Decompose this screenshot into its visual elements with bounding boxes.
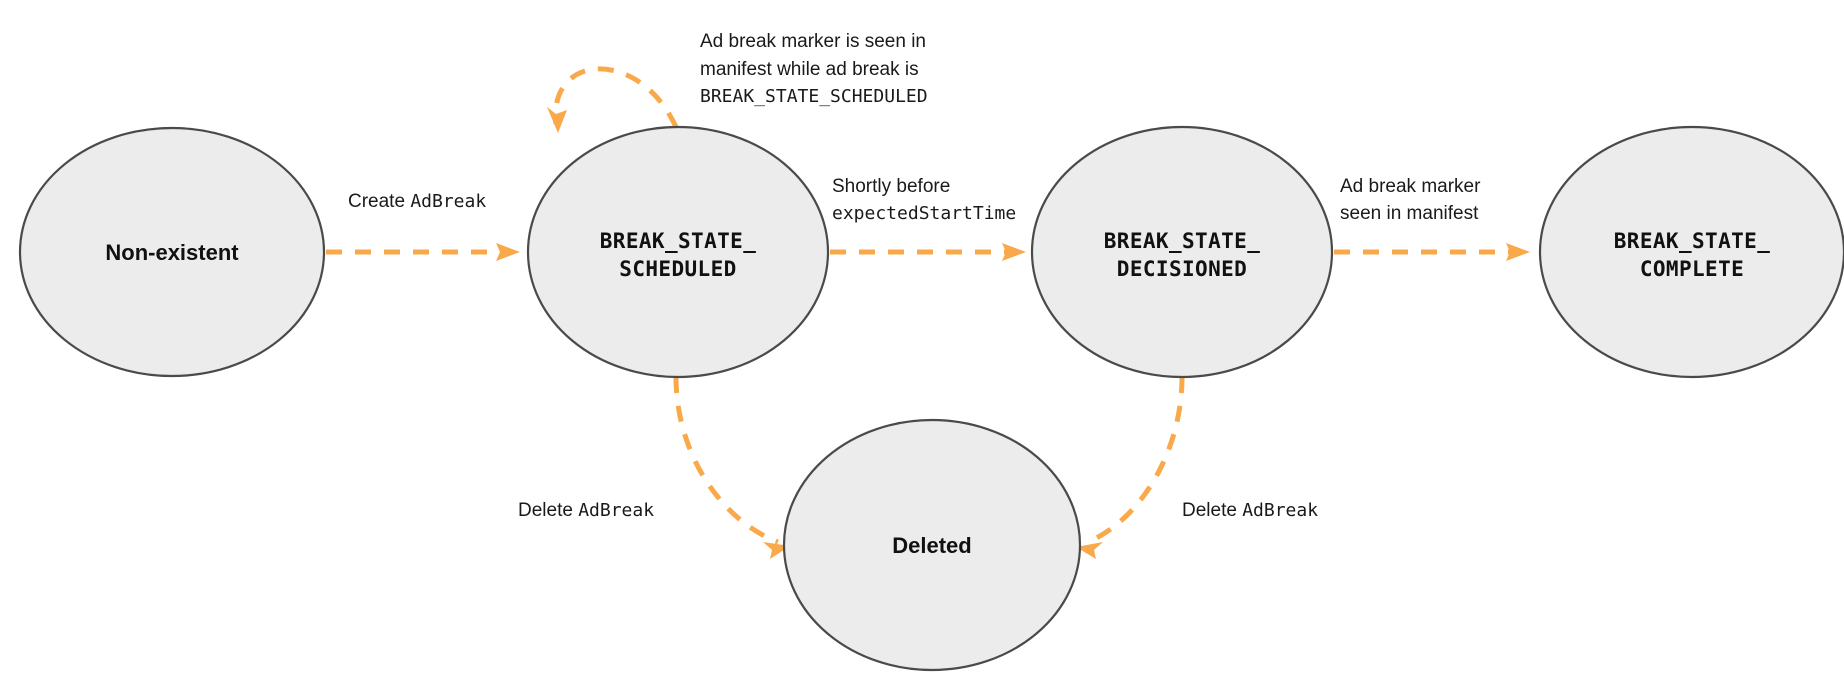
node-break-state-scheduled-label-line2: SCHEDULED xyxy=(619,257,736,281)
node-non-existent[interactable]: Non-existent xyxy=(18,126,326,378)
edge-label-shortly-before-line1: Shortly before xyxy=(832,176,950,197)
edge-label-delete-from-scheduled-mono: AdBreak xyxy=(578,500,654,521)
edge-label-scheduled-self-loop-line2: manifest while ad break is xyxy=(700,59,919,80)
edge-label-create-adbreak-text: Create AdBreak xyxy=(348,191,486,212)
edge-label-scheduled-self-loop-line3: BREAK_STATE_SCHEDULED xyxy=(700,86,928,107)
edge-delete-from-scheduled xyxy=(673,376,790,559)
node-break-state-decisioned-label-line1: BREAK_STATE_ xyxy=(1104,229,1261,253)
node-non-existent-shape[interactable] xyxy=(18,126,326,378)
edge-label-marker-seen-manifest-line2: seen in manifest xyxy=(1340,203,1479,224)
edge-label-delete-from-scheduled: Delete AdBreak xyxy=(518,500,654,521)
node-break-state-scheduled-shape[interactable] xyxy=(526,125,830,379)
edge-label-create-adbreak: Create AdBreak xyxy=(348,191,486,212)
edge-label-shortly-before-line2: expectedStartTime xyxy=(832,203,1016,224)
node-break-state-scheduled[interactable]: BREAK_STATE_ SCHEDULED xyxy=(526,125,830,379)
node-break-state-complete-label-line1: BREAK_STATE_ xyxy=(1614,229,1771,253)
edge-label-delete-from-decisioned-prefix: Delete xyxy=(1182,500,1242,521)
arrowhead-shortly-before xyxy=(1002,243,1026,261)
node-break-state-complete-label-line2: COMPLETE xyxy=(1640,257,1744,281)
edge-label-delete-from-decisioned-text: Delete AdBreak xyxy=(1182,500,1318,521)
edge-label-marker-seen-manifest-line1: Ad break marker xyxy=(1340,176,1481,197)
edge-label-scheduled-self-loop: Ad break marker is seen in manifest whil… xyxy=(700,31,928,107)
arrowhead-scheduled-self-loop xyxy=(547,107,567,133)
node-break-state-decisioned[interactable]: BREAK_STATE_ DECISIONED xyxy=(1030,125,1334,379)
edge-scheduled-self-loop-arc xyxy=(553,66,679,129)
edge-label-delete-from-decisioned-mono: AdBreak xyxy=(1242,500,1318,521)
edge-create-adbreak xyxy=(326,243,520,261)
node-deleted-shape[interactable] xyxy=(782,418,1082,672)
node-deleted[interactable]: Deleted xyxy=(782,418,1082,672)
node-break-state-decisioned-shape[interactable] xyxy=(1030,125,1334,379)
arrowhead-create-adbreak xyxy=(496,243,520,261)
node-deleted-label: Deleted xyxy=(892,533,971,558)
edge-shortly-before xyxy=(830,243,1026,261)
arrowhead-marker-seen-manifest xyxy=(1506,243,1530,261)
edge-label-delete-from-scheduled-prefix: Delete xyxy=(518,500,578,521)
node-break-state-decisioned-label-line2: DECISIONED xyxy=(1117,257,1247,281)
node-break-state-scheduled-label-line1: BREAK_STATE_ xyxy=(600,229,757,253)
node-break-state-complete-shape[interactable] xyxy=(1538,125,1844,379)
edge-marker-seen-manifest xyxy=(1334,243,1530,261)
edge-label-scheduled-self-loop-line1: Ad break marker is seen in xyxy=(700,31,926,52)
edge-delete-from-scheduled-line xyxy=(673,376,779,545)
edge-scheduled-self-loop xyxy=(547,66,679,133)
arrowhead-delete-from-decisioned xyxy=(1076,542,1103,559)
node-break-state-complete[interactable]: BREAK_STATE_ COMPLETE xyxy=(1538,125,1844,379)
edge-delete-from-decisioned xyxy=(1076,376,1185,559)
edge-label-marker-seen-manifest: Ad break marker seen in manifest xyxy=(1340,176,1481,224)
edge-label-create-adbreak-prefix: Create xyxy=(348,191,410,212)
edge-delete-from-decisioned-line xyxy=(1087,376,1185,545)
edge-label-create-adbreak-mono: AdBreak xyxy=(410,191,486,212)
edge-label-delete-from-scheduled-text: Delete AdBreak xyxy=(518,500,654,521)
edge-label-delete-from-decisioned: Delete AdBreak xyxy=(1182,500,1318,521)
node-non-existent-label: Non-existent xyxy=(105,240,239,265)
edge-label-shortly-before: Shortly before expectedStartTime xyxy=(832,176,1016,224)
